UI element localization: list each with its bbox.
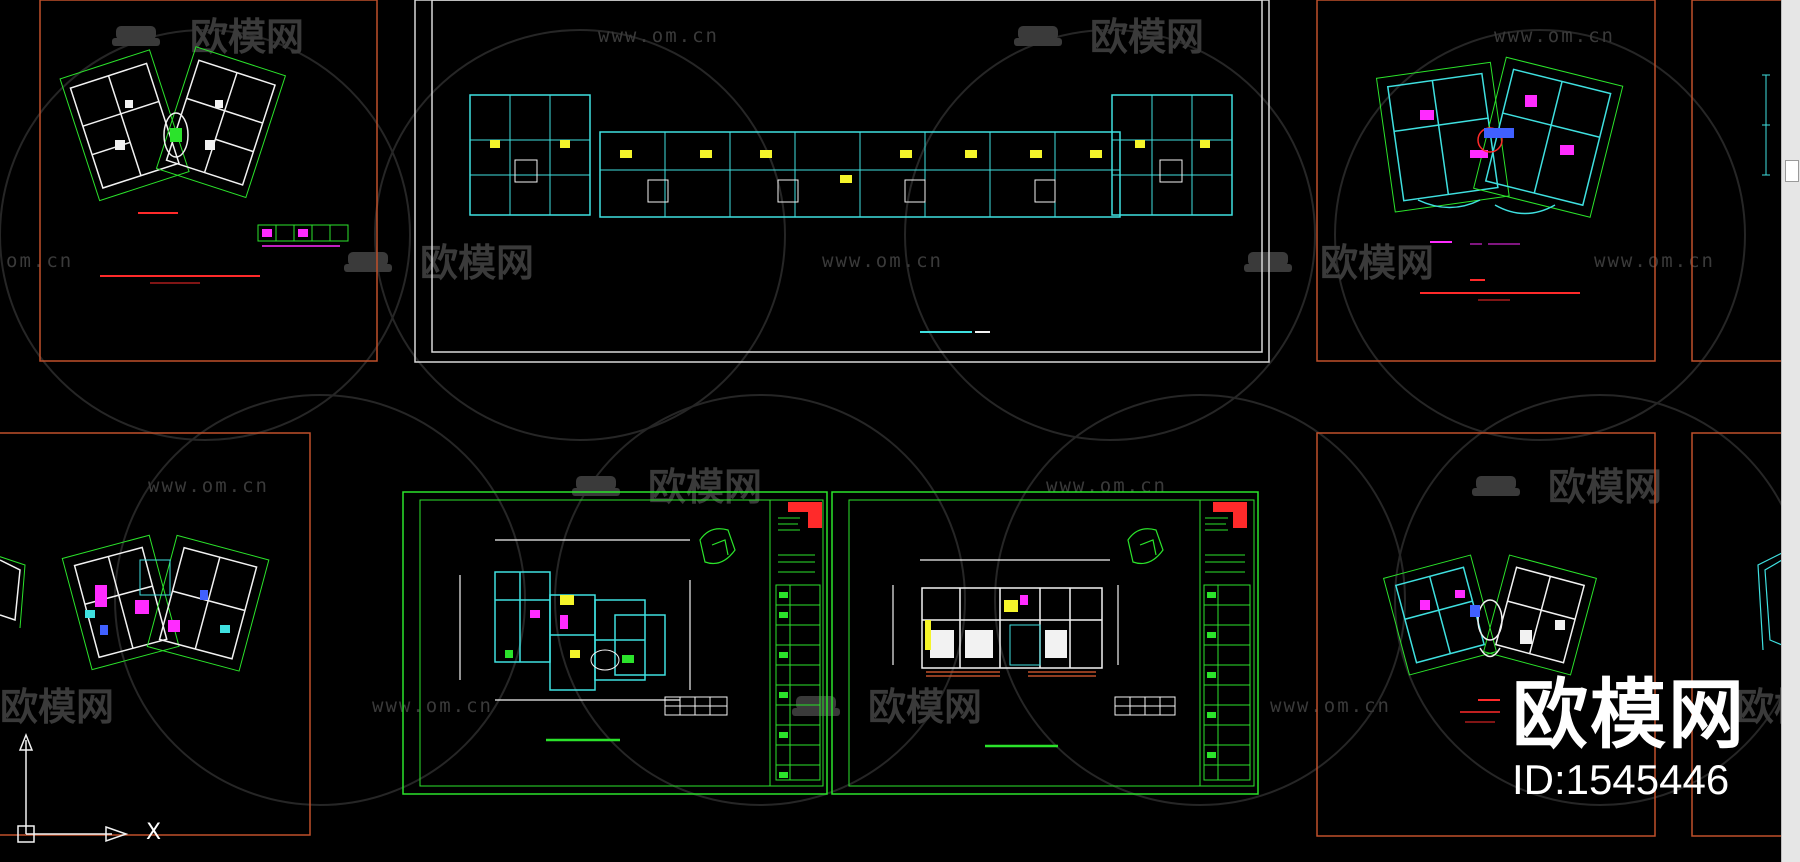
watermark-url: www.om.cn: [1270, 695, 1391, 717]
drawing-sheet-7[interactable]: [831, 491, 1259, 795]
floor-plan: [1375, 56, 1624, 218]
watermark-brand: 欧模网: [190, 15, 304, 59]
watermark-brand: 欧模网: [0, 685, 114, 729]
title-block: [1203, 502, 1251, 781]
legend-table: [257, 224, 349, 247]
floor-plan: [1757, 552, 1782, 651]
watermark-url: www.om.cn: [822, 250, 943, 272]
floor-plan: [0, 534, 270, 672]
watermark-brand: 欧模网: [1548, 465, 1662, 509]
floor-plan: [892, 559, 1119, 677]
watermark-url: www.om.cn: [372, 695, 493, 717]
brand-watermark-overlay: 欧模网 ID:1545446: [1512, 675, 1746, 805]
watermark-url: www.om.cn: [1494, 25, 1615, 47]
watermark-url: www.om.cn: [1594, 250, 1715, 272]
title-block: [775, 502, 822, 781]
sheet-title: [100, 212, 260, 284]
watermark-brand: 欧模网: [1320, 241, 1434, 285]
brand-name: 欧模网: [1512, 670, 1746, 759]
floor-plan: [1762, 74, 1770, 176]
drawing-sheet-2[interactable]: [414, 0, 1270, 363]
ucs-x-axis-label: X: [146, 820, 162, 845]
watermark-layer: www.om.cn www.om.cn www.om.cn www.om.cn …: [0, 15, 1782, 806]
drawing-sheet-8[interactable]: [1316, 432, 1656, 837]
site-key-plan: [1127, 528, 1164, 565]
floor-plan: [59, 46, 287, 202]
floor-plan: [469, 94, 1233, 218]
drawing-sheet-3[interactable]: [1316, 0, 1656, 362]
sheet-title: [1420, 241, 1580, 301]
drawing-sheet-6[interactable]: [402, 491, 828, 795]
watermark-brand: 欧模网: [868, 685, 982, 729]
site-key-plan: [699, 528, 736, 565]
drawing-sheet-5[interactable]: [0, 432, 311, 836]
drawing-sheet-9[interactable]: [1691, 432, 1782, 837]
ucs-axis-icon: [17, 732, 129, 843]
brand-id: ID:1545446: [1512, 756, 1730, 803]
scrollbar-thumb[interactable]: [1785, 160, 1799, 182]
drawing-sheet-4[interactable]: [1691, 0, 1782, 362]
watermark-url: om.cn: [6, 250, 73, 272]
watermark-brand: 欧模网: [420, 241, 534, 285]
watermark-url: www.om.cn: [1046, 475, 1167, 497]
vertical-scrollbar[interactable]: [1781, 0, 1800, 862]
watermark-brand: 欧模网: [1736, 685, 1782, 729]
sofa-logo-icon: [112, 26, 1520, 716]
drawing-sheet-1[interactable]: [39, 0, 378, 362]
legend-table: [664, 696, 728, 716]
watermark-url: www.om.cn: [598, 25, 719, 47]
watermark-brand: 欧模网: [648, 465, 762, 509]
fixtures: [490, 140, 1210, 183]
watermark-brand: 欧模网: [1090, 15, 1204, 59]
floor-plan: [459, 539, 691, 701]
legend-table: [1114, 696, 1176, 716]
watermark-url: www.om.cn: [148, 475, 269, 497]
floor-plan: [1382, 554, 1598, 676]
sheet-title: [1460, 699, 1500, 723]
